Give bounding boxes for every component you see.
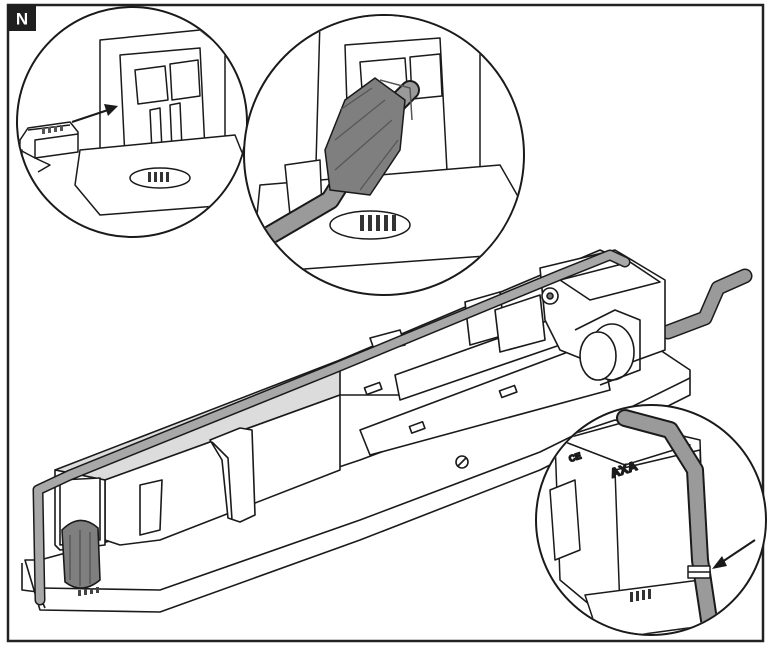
slot-3 bbox=[408, 420, 426, 434]
base-screw-slot bbox=[457, 457, 467, 467]
socket-port-2 bbox=[169, 59, 201, 101]
inset-2-contacts bbox=[360, 215, 396, 231]
socket-port-1 bbox=[134, 65, 169, 105]
inset-cable-tie: AXA CE bbox=[535, 404, 767, 636]
figure-badge-label: N bbox=[16, 10, 28, 29]
electronics-top bbox=[559, 261, 661, 301]
inset-plug-insertion bbox=[16, 6, 248, 238]
arrow-icon bbox=[712, 539, 756, 569]
figure-badge: N bbox=[8, 5, 36, 31]
cable-right bbox=[662, 270, 751, 338]
flap-edge bbox=[211, 441, 233, 521]
slot-1 bbox=[363, 381, 383, 396]
electronics-screw-head bbox=[546, 292, 554, 300]
ferrite-core-icon bbox=[324, 77, 413, 196]
inset-3-roller bbox=[549, 479, 581, 561]
slot-2 bbox=[498, 384, 518, 399]
main-module bbox=[21, 249, 753, 613]
inset-1-contacts bbox=[148, 172, 169, 182]
cable-main bbox=[34, 251, 629, 604]
base-contacts-left bbox=[78, 587, 99, 596]
ce-mark: CE bbox=[568, 451, 583, 464]
cable-tie-icon bbox=[687, 565, 711, 579]
inset-ferrite-placement bbox=[243, 14, 525, 296]
inset-3-contacts bbox=[630, 589, 651, 602]
roller-housing bbox=[574, 309, 641, 386]
inset-3-top bbox=[559, 421, 691, 466]
inset-3-cable bbox=[618, 411, 719, 634]
arrow-icon bbox=[71, 104, 118, 123]
left-end-tab bbox=[139, 479, 163, 536]
rail-3 bbox=[494, 294, 546, 353]
roller-right-inner bbox=[579, 331, 617, 381]
ferrite-core-icon bbox=[61, 519, 101, 589]
